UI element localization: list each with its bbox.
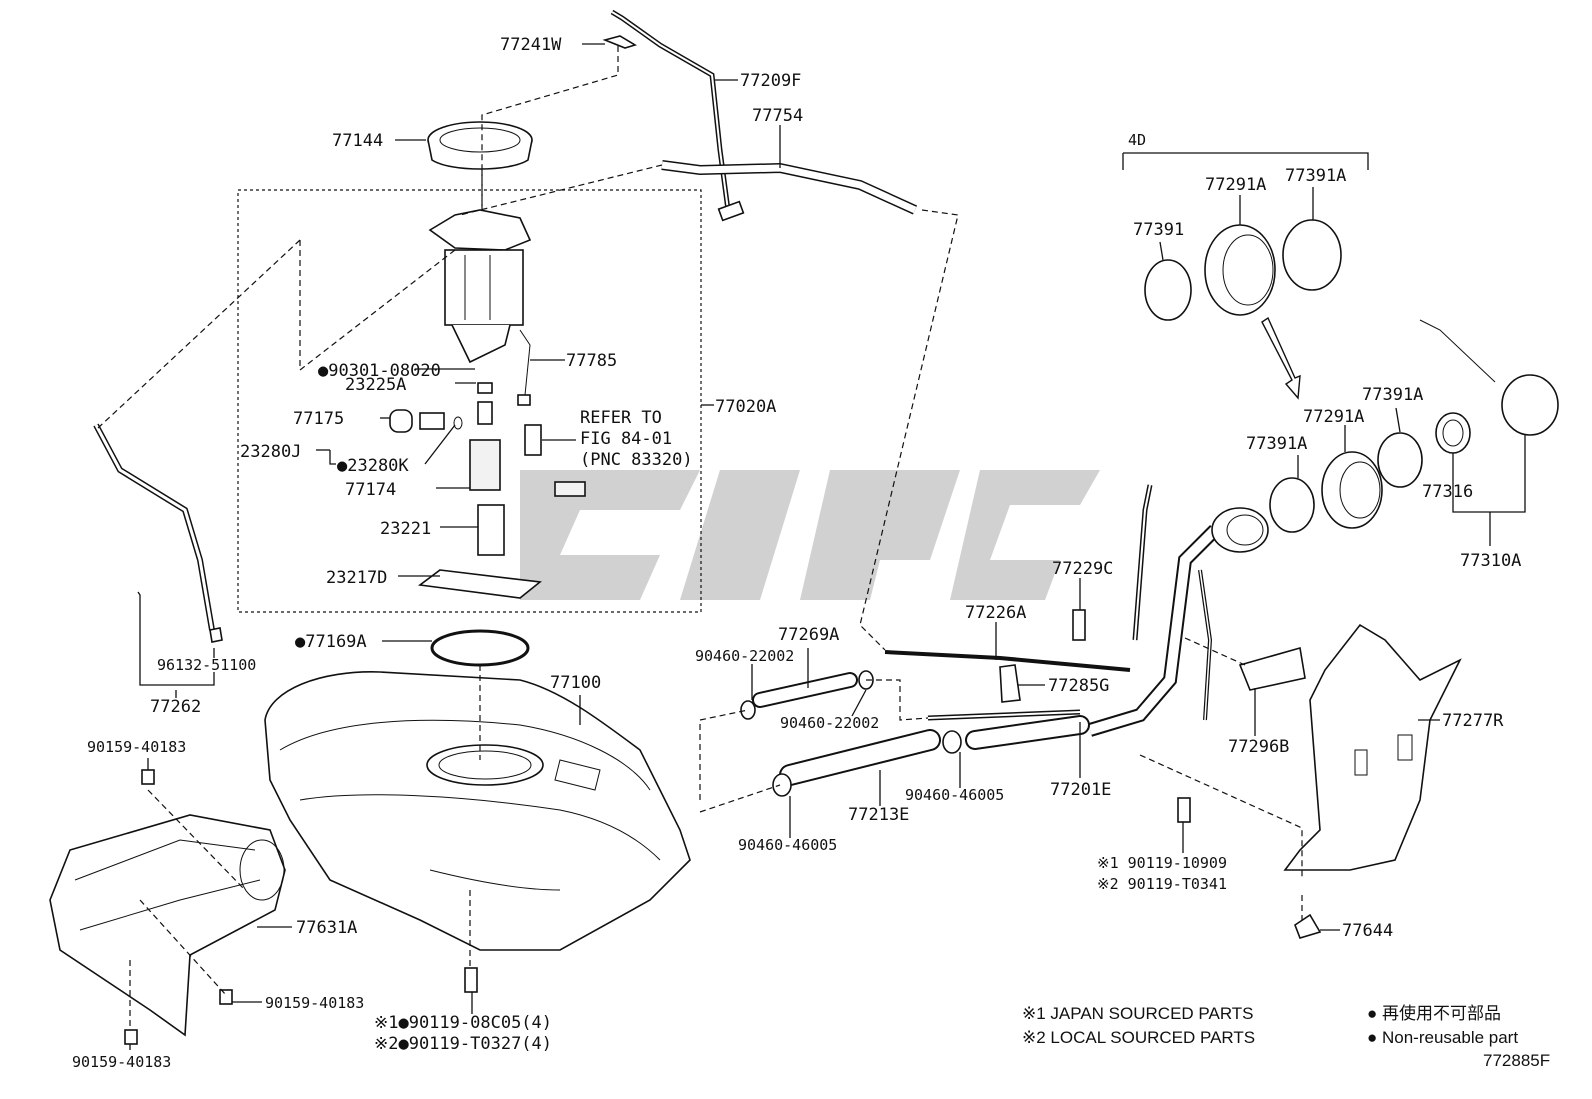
label-77391A-low: 77391A: [1246, 434, 1307, 454]
label-77316: 77316: [1422, 482, 1473, 502]
label-77291A-top: 77291A: [1205, 175, 1266, 195]
label-90119-10909: ※1 90119-10909: [1097, 854, 1227, 872]
label-77754: 77754: [752, 106, 803, 126]
label-refer-to: REFER TO: [580, 408, 662, 428]
bracket-77296B: [1238, 646, 1306, 691]
label-77241W: 77241W: [500, 35, 562, 55]
label-77169A: ●77169A: [295, 632, 367, 652]
legend-notes: ※1 JAPAN SOURCED PARTS ※2 LOCAL SOURCED …: [1022, 1003, 1550, 1070]
label-77020A: 77020A: [715, 397, 776, 417]
label-90159-40183-bottom: 90159-40183: [72, 1053, 171, 1071]
protector-77277R: [1283, 623, 1462, 871]
label-77291A-mid: 77291A: [1303, 407, 1364, 427]
label-77296B: 77296B: [1228, 737, 1289, 757]
label-90159-40183-top: 90159-40183: [87, 738, 186, 756]
arrow-icon: [1261, 316, 1301, 400]
clamps: [740, 670, 962, 797]
note-local-sourced: ※2 LOCAL SOURCED PARTS: [1022, 1028, 1255, 1047]
label-23280K: ●23280K: [337, 456, 409, 476]
fuel-inlet-pipe-77201E: [1087, 484, 1269, 737]
hose-77754: [661, 160, 918, 215]
label-23280J: 23280J: [240, 442, 301, 462]
label-23225A: 23225A: [345, 375, 406, 395]
label-77262: 77262: [150, 697, 201, 717]
label-77277R: 77277R: [1442, 711, 1504, 731]
hose-77201E-link: [965, 715, 1090, 750]
label-90460-22002-top: 90460-22002: [695, 647, 794, 665]
label-77209F: 77209F: [740, 71, 801, 91]
label-96132-51100: 96132-51100: [157, 656, 256, 674]
label-23217D: 23217D: [326, 568, 387, 588]
label-90159-40183-mid: 90159-40183: [265, 994, 364, 1012]
label-23221: 23221: [380, 519, 431, 539]
pump-assembly-box: [237, 189, 702, 613]
tube-77226A: [884, 650, 1131, 721]
vent-tube-77209F: [610, 9, 745, 222]
clip-77285G: [999, 664, 1021, 703]
label-90460-46005-right: 90460-46005: [905, 786, 1004, 804]
label-77201E: 77201E: [1050, 780, 1111, 800]
label-4D: 4D: [1128, 131, 1146, 149]
label-77175: 77175: [293, 409, 344, 429]
label-refer-fig: FIG 84-01: [580, 429, 672, 449]
label-77391A-top: 77391A: [1285, 166, 1346, 186]
retainer-ring-77144: [427, 121, 533, 170]
label-90460-22002-mid: 90460-22002: [780, 714, 879, 732]
label-77310A: 77310A: [1460, 551, 1521, 571]
label-77226A: 77226A: [965, 603, 1026, 623]
leader-lines: [129, 43, 1526, 1050]
fuel-pump-module: [389, 209, 586, 599]
label-77213E: 77213E: [848, 805, 909, 825]
note-japan-sourced: ※1 JAPAN SOURCED PARTS: [1022, 1004, 1254, 1023]
hose-77269A: [752, 672, 858, 708]
label-77285G: 77285G: [1048, 676, 1109, 696]
label-77269A: 77269A: [778, 625, 839, 645]
dashed-guides: [97, 46, 1303, 1030]
figure-code: 772885F: [1483, 1051, 1550, 1070]
label-77644: 77644: [1342, 921, 1393, 941]
label-77100: 77100: [550, 673, 601, 693]
label-refer-pnc: (PNC 83320): [580, 450, 693, 470]
part-labels: 77241W 77209F 77754 77144 77785 ●90301-0…: [72, 35, 1521, 1071]
label-77174: 77174: [345, 480, 396, 500]
hose-77213E: [779, 729, 941, 786]
label-90119-T0327: ※2●90119-T0327(4): [374, 1034, 552, 1054]
label-90460-46005-left: 90460-46005: [738, 836, 837, 854]
hose-77262: [93, 423, 215, 631]
label-77229C: 77229C: [1052, 559, 1113, 579]
label-90119-T0341: ※2 90119-T0341: [1097, 875, 1227, 893]
fuel-tank-77100: [264, 671, 691, 951]
gasket-77169A: [430, 629, 530, 667]
note-nonreusable-jp: ● 再使用不可部品: [1367, 1003, 1501, 1023]
label-77144: 77144: [332, 131, 383, 151]
clip-77229C: [1072, 609, 1086, 641]
filler-rings: [1144, 219, 1559, 533]
label-90119-08C05: ※1●90119-08C05(4): [374, 1013, 552, 1033]
note-nonreusable-en: ● Non-reusable part: [1367, 1028, 1518, 1047]
label-90301-08020: ●90301-08020: [318, 361, 441, 381]
label-77631A: 77631A: [296, 918, 357, 938]
label-77391: 77391: [1133, 220, 1184, 240]
label-77391A-mid: 77391A: [1362, 385, 1423, 405]
watermark-logo: [520, 470, 1100, 600]
bolts: [124, 35, 1322, 1045]
label-77785: 77785: [566, 351, 617, 371]
